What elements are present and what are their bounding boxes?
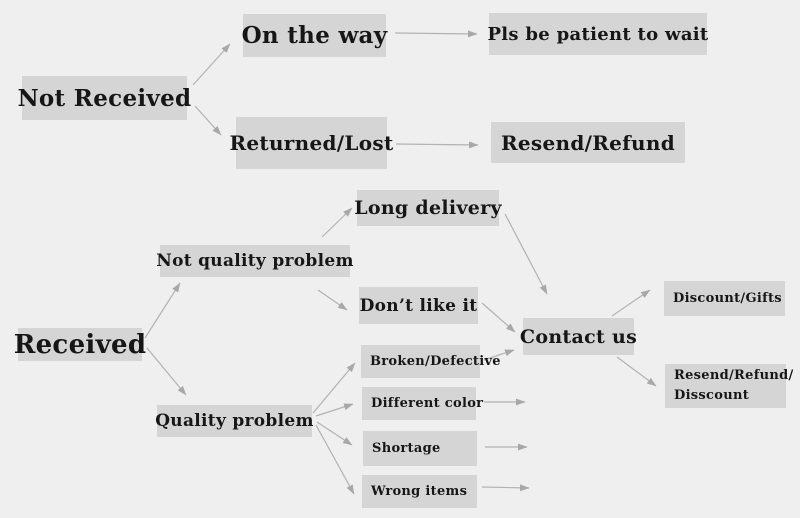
node-pls-be-patient: Pls be patient to wait (487, 13, 708, 55)
node-contact-us: Contact us (520, 318, 637, 355)
node-wrong-items: Wrong items (362, 475, 477, 508)
arrow-contactus-discount (611, 289, 651, 317)
node-different-color: Different color (362, 387, 483, 420)
arrow-dontlike-contactus (481, 302, 516, 333)
arrow-received-notquality (144, 282, 181, 339)
arrow-wrongitems-right (481, 484, 530, 492)
arrow-notquality-dontlike (317, 289, 348, 311)
arrow-received-quality (146, 347, 187, 396)
arrow-quality-shortage (316, 421, 353, 446)
node-quality-problem: Quality problem (155, 405, 313, 437)
node-received: Received (13, 328, 147, 361)
node-returned-lost: Returned/Lost (229, 117, 393, 169)
arrow-quality-wrongitems (315, 424, 355, 495)
arrow-longdelivery-contactus (504, 213, 548, 295)
arrow-notreceived-ontheway (192, 43, 231, 86)
arrow-returnedlost-resendrefund (395, 141, 479, 149)
node-discount-gifts: Discount/Gifts (664, 281, 785, 316)
arrow-quality-broken (312, 362, 356, 414)
node-not-quality-problem: Not quality problem (156, 245, 353, 277)
node-label-line1: Resend/Refund/ (674, 368, 794, 383)
node-not-received: Not Received (18, 76, 191, 120)
node-shortage: Shortage (363, 431, 477, 466)
node-long-delivery: Long delivery (354, 190, 502, 226)
node-on-the-way: On the way (242, 14, 387, 57)
arrow-quality-differentcolor (315, 403, 354, 417)
node-resend-refund-disscount: Resend/Refund/ Disscount (665, 364, 793, 408)
node-resend-refund: Resend/Refund (491, 122, 685, 163)
arrow-notreceived-returnedlost (194, 105, 222, 136)
node-dont-like-it: Don’t like it (359, 287, 478, 324)
node-label-line2: Disscount (674, 388, 750, 403)
node-broken-defective: Broken/Defective (361, 345, 501, 378)
arrow-ontheway-patient (394, 30, 478, 38)
arrow-contactus-resend (616, 356, 657, 387)
arrow-notquality-longdelivery (321, 207, 353, 238)
